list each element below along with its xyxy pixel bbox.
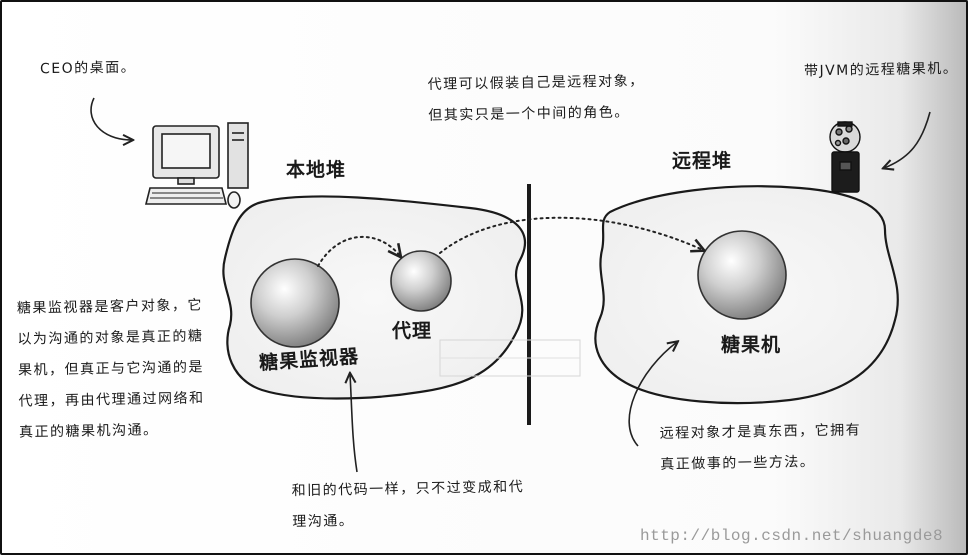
remote-object-pointer-arrow	[628, 342, 677, 447]
monitor-to-proxy-arrow	[317, 235, 400, 267]
computer-icon	[144, 122, 249, 209]
remote-object-note: 远程对象才是真东西，它拥有真正做事的一些方法。	[659, 422, 862, 473]
remote-heap-title: 远程堆	[672, 150, 733, 172]
jvm-pointer-arrow	[884, 111, 931, 168]
proxy-note: 代理可以假装自己是远程对象，但其实只是一个中间的角色。	[427, 73, 645, 124]
proxy-to-remote-arrow	[439, 216, 703, 254]
old-code-note: 和旧的代码一样，只不过变成和代理沟通。	[291, 479, 525, 531]
proxy-ball	[390, 250, 452, 312]
ceo-desktop-note: CEO的桌面。	[39, 59, 137, 78]
proxy-label: 代理	[392, 320, 433, 342]
gumball-machine-icon	[829, 121, 861, 193]
monitor-ball	[250, 258, 340, 348]
gumball-machine-label: 糖果机	[721, 334, 782, 356]
watermark-url: http://blog.csdn.net/shuangde8	[640, 527, 944, 545]
remote-jvm-note: 带JVM的远程糖果机。	[803, 60, 959, 80]
monitor-note: 糖果监视器是客户对象，它以为沟通的对象是真正的糖果机，但真正与它沟通的是代理，再…	[16, 297, 205, 441]
gumball-ball	[697, 230, 787, 320]
old-code-pointer-arrow	[350, 374, 358, 473]
ceo-pointer-arrow	[90, 97, 132, 140]
local-heap-title: 本地堆	[286, 159, 347, 181]
local-heap-blob	[222, 195, 526, 400]
